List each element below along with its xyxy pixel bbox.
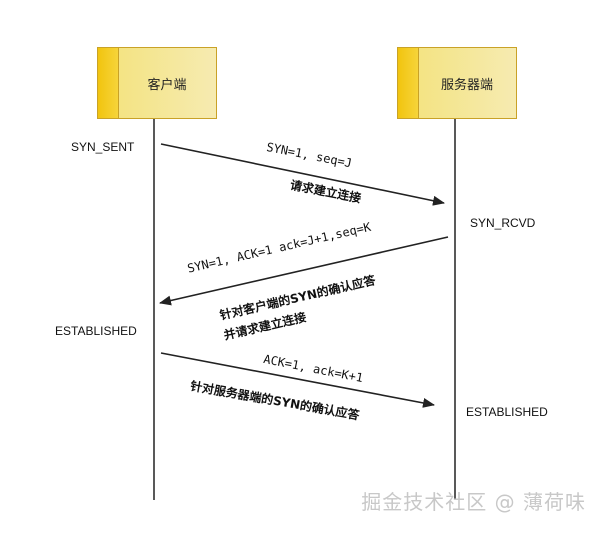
state-client-syn-sent: SYN_SENT — [71, 140, 135, 154]
state-client-established: ESTABLISHED — [55, 324, 137, 338]
server-actor-box: 服务器端 — [397, 47, 517, 119]
arrow-syn-ack — [159, 236, 449, 306]
arrow-syn — [160, 143, 445, 206]
client-actor-stripe — [98, 48, 119, 118]
client-actor-label: 客户端 — [147, 77, 187, 93]
client-actor-box: 客户端 — [97, 47, 217, 119]
arrow-ack — [160, 352, 435, 408]
watermark-text: 掘金技术社区 @ 薄荷味 — [361, 490, 586, 514]
state-server-established: ESTABLISHED — [466, 405, 548, 419]
server-actor-label: 服务器端 — [440, 77, 493, 93]
state-server-syn-rcvd: SYN_RCVD — [470, 216, 536, 230]
server-actor-stripe — [398, 48, 419, 118]
